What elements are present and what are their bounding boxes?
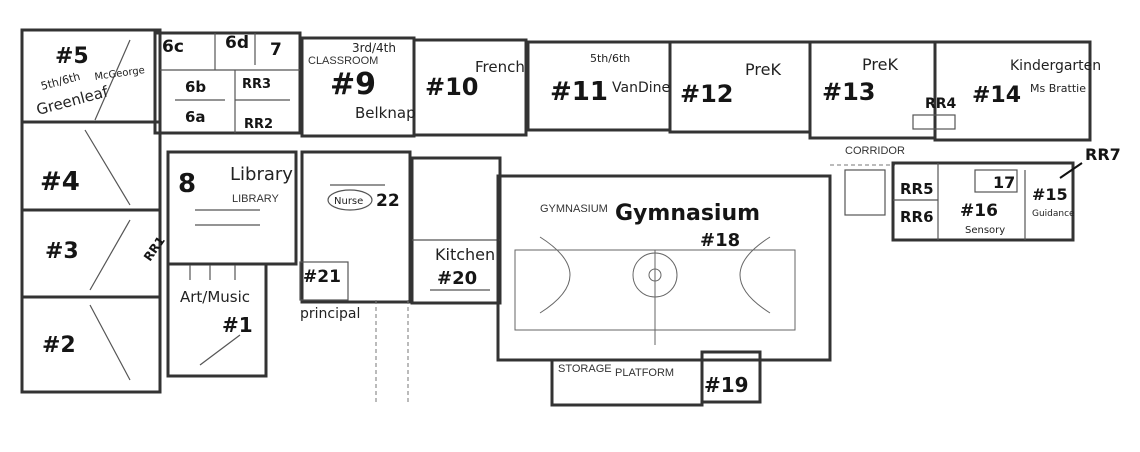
room-16-label: #16 bbox=[960, 201, 998, 221]
rr1-label: RR1 bbox=[141, 234, 168, 264]
left-wing-walls bbox=[20, 28, 162, 394]
center-left-walls bbox=[166, 150, 298, 378]
room-18-label: #18 bbox=[700, 230, 740, 251]
rr5-label: RR5 bbox=[900, 180, 934, 198]
room-22-label: 22 bbox=[376, 191, 400, 211]
room-13-label: #13 bbox=[822, 78, 876, 106]
room-6c-label: 6c bbox=[162, 37, 184, 57]
corridor-printed-label: CORRIDOR bbox=[845, 145, 905, 157]
room-7-label: 7 bbox=[270, 40, 282, 60]
room-9-teacher: Belknap bbox=[355, 104, 416, 122]
room-16-name: Sensory bbox=[965, 225, 1005, 236]
room-15-name: Guidance bbox=[1032, 209, 1075, 219]
room-12-label: #12 bbox=[680, 80, 734, 108]
room-11-teacher: VanDine bbox=[612, 80, 670, 96]
room-14-teacher: Ms Brattie bbox=[1030, 82, 1086, 95]
room-5-label: #5 bbox=[55, 44, 89, 69]
room-17-label: 17 bbox=[993, 173, 1015, 192]
room-6d-label: 6d bbox=[225, 33, 249, 53]
room-14-name: Kindergarten bbox=[1010, 58, 1101, 74]
room-20-name: Kitchen bbox=[435, 245, 495, 264]
library-printed-label: LIBRARY bbox=[232, 193, 280, 205]
room-10-label: #10 bbox=[425, 73, 479, 101]
room-11-grade: 5th/6th bbox=[590, 52, 630, 65]
room-11-label: #11 bbox=[550, 77, 608, 107]
room-21-label: #21 bbox=[303, 267, 341, 287]
gymnasium-walls bbox=[496, 174, 832, 407]
small-rooms-walls bbox=[153, 31, 302, 135]
room-8-name: Library bbox=[230, 164, 293, 185]
room-21-name: principal bbox=[300, 306, 360, 322]
classroom-printed-label: CLASSROOM bbox=[308, 55, 378, 67]
room-14-label: #14 bbox=[972, 83, 1021, 108]
room-6a-label: 6a bbox=[185, 108, 206, 126]
nurse-circle bbox=[327, 189, 373, 211]
rr2-label: RR2 bbox=[244, 117, 273, 132]
room-5-grade: 5th/6th bbox=[39, 70, 81, 93]
rr7-label: RR7 bbox=[1085, 145, 1121, 164]
platform-printed-label: PLATFORM bbox=[615, 367, 674, 379]
storage-printed-label: STORAGE bbox=[558, 363, 612, 375]
right-block-walls bbox=[830, 161, 1075, 242]
room-15-label: #15 bbox=[1032, 185, 1068, 204]
office-walls bbox=[299, 150, 502, 405]
room-10-name: French bbox=[475, 58, 525, 76]
top-classrooms-walls bbox=[300, 36, 1092, 142]
room-19-label: #19 bbox=[704, 373, 749, 397]
room-13-name: PreK bbox=[862, 55, 898, 74]
room-12-name: PreK bbox=[745, 60, 781, 79]
rr7-pointer bbox=[1059, 162, 1083, 179]
rr4-label: RR4 bbox=[925, 96, 957, 112]
room-1-label: #1 bbox=[222, 313, 253, 337]
rr3-label: RR3 bbox=[242, 77, 271, 92]
room-mcgeorge-label: McGeorge bbox=[94, 65, 146, 83]
room-6b-label: 6b bbox=[185, 78, 206, 96]
room-9-grade: 3rd/4th bbox=[352, 41, 396, 55]
room-8-label: 8 bbox=[178, 169, 196, 199]
room-22-name: Nurse bbox=[334, 196, 363, 207]
room-4-label: #4 bbox=[40, 167, 80, 197]
gymnasium-printed-label: GYMNASIUM bbox=[540, 203, 608, 215]
room-1-name: Art/Music bbox=[180, 288, 250, 306]
room-3-label: #3 bbox=[45, 239, 79, 264]
room-20-label: #20 bbox=[437, 268, 477, 289]
room-2-label: #2 bbox=[42, 333, 76, 358]
rr6-label: RR6 bbox=[900, 208, 934, 226]
room-9-label: #9 bbox=[330, 67, 376, 102]
room-18-name: Gymnasium bbox=[615, 201, 760, 226]
